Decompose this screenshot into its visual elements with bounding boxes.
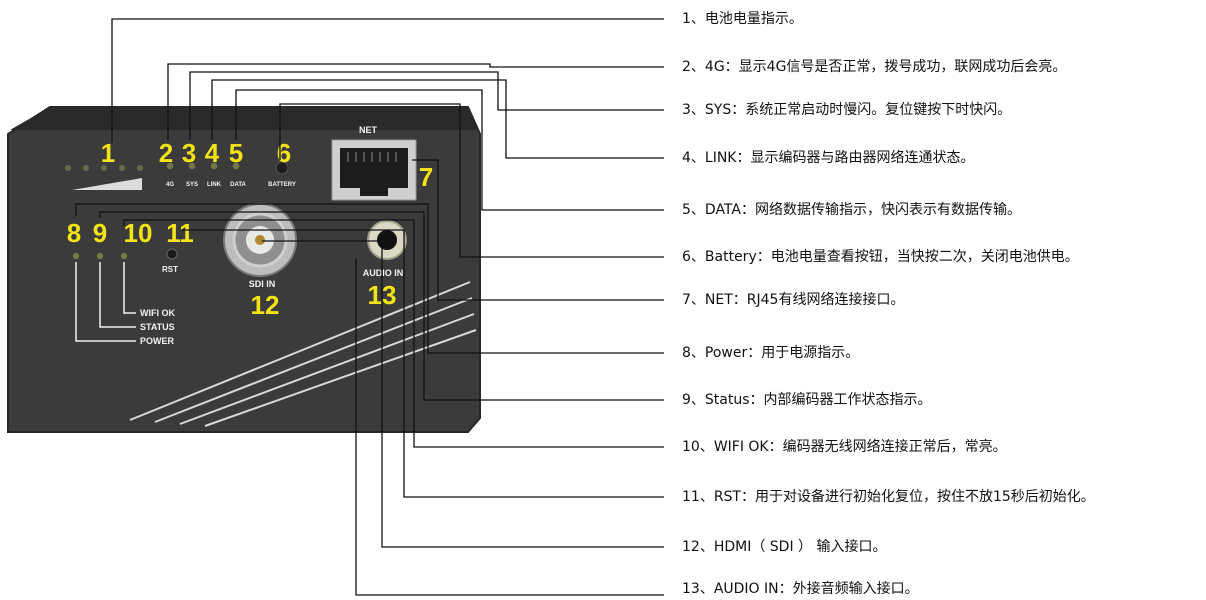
leader-line-5 [235,89,664,211]
power-status-wifi-leds [72,252,128,260]
leader-line-11 [182,229,664,498]
leader-line-2 [167,63,664,140]
description-2: 2、4G：显示4G信号是否正常，拨号成功，联网成功后会亮。 [682,59,1067,75]
leader-line-13 [355,258,664,596]
encoder-device: 4G SYS LINK DATA BATTERY NET RST [7,106,481,433]
status-leds [166,162,240,170]
rj45-port [331,139,417,201]
callout-number-5: 5 [229,138,243,168]
audio-jack [367,220,407,260]
description-10: 10、WIFI OK：编码器无线网络连接正常后，常亮。 [682,439,1007,455]
device-top-bevel [10,107,478,130]
description-7: 7、NET：RJ45有线网络连接接口。 [682,292,905,308]
led-bracket-lines [75,262,136,342]
led-label-4g: 4G [166,182,174,188]
led-label-link: LINK [207,182,222,188]
description-13: 13、AUDIO IN：外接音频输入接口。 [682,581,919,597]
sdi-in-label: SDI IN [249,279,276,289]
sdi-bnc-connector [223,203,297,277]
led-label-sys: SYS [186,182,198,188]
callout-number-8: 8 [67,218,81,248]
led-label-battery: BATTERY [268,182,296,188]
battery-level-leds [65,165,143,171]
callout-number-7: 7 [419,162,433,192]
callout-number-9: 9 [93,218,107,248]
leader-lines [75,18,664,596]
description-9: 9、Status：内部编码器工作状态指示。 [682,392,932,408]
description-3: 3、SYS：系统正常启动时慢闪。复位键按下时快闪。 [682,102,1012,118]
decorative-stripes [129,281,477,427]
battery-button [275,161,289,175]
callout-numbers: 1 2 3 4 5 6 7 8 9 10 11 12 13 [67,138,433,320]
audio-in-label: AUDIO IN [363,268,404,278]
net-port-label: NET [359,125,378,135]
description-5: 5、DATA：网络数据传输指示，快闪表示有数据传输。 [682,202,1021,218]
description-8: 8、Power：用于电源指示。 [682,345,860,361]
description-11: 11、RST：用于对设备进行初始化复位，按住不放15秒后初始化。 [682,489,1095,505]
description-4: 4、LINK：显示编码器与路由器网络连通状态。 [682,150,975,166]
leader-line-3 [189,71,664,140]
leader-line-10 [123,219,664,448]
description-6: 6、Battery：电池电量查看按钮，当快按二次，关闭电池供电。 [682,249,1079,265]
leader-line-7 [412,159,664,301]
callout-number-10: 10 [124,218,153,248]
bracket-label-power: POWER [140,336,175,346]
callout-number-1: 1 [101,138,115,168]
rst-button [166,248,178,260]
leader-line-1 [111,18,664,143]
description-12: 12、HDMI（ SDI ） 输入接口。 [682,539,887,555]
leader-line-9 [99,211,664,401]
callout-number-2: 2 [159,138,173,168]
callout-number-3: 3 [182,138,196,168]
callout-number-4: 4 [205,138,220,168]
description-1: 1、电池电量指示。 [682,11,803,27]
leader-line-4 [211,79,664,159]
bracket-label-status: STATUS [140,322,175,332]
leader-line-6 [279,103,664,258]
bracket-label-wifi-ok: WIFI OK [140,308,175,318]
led-label-data: DATA [230,182,246,188]
rst-label: RST [162,265,178,274]
callout-number-11: 11 [166,218,194,248]
callout-number-6: 6 [277,138,291,168]
leader-line-8 [75,203,664,354]
leader-line-12 [262,240,664,548]
battery-gauge-bar [72,178,142,190]
callout-number-12: 12 [251,290,280,320]
